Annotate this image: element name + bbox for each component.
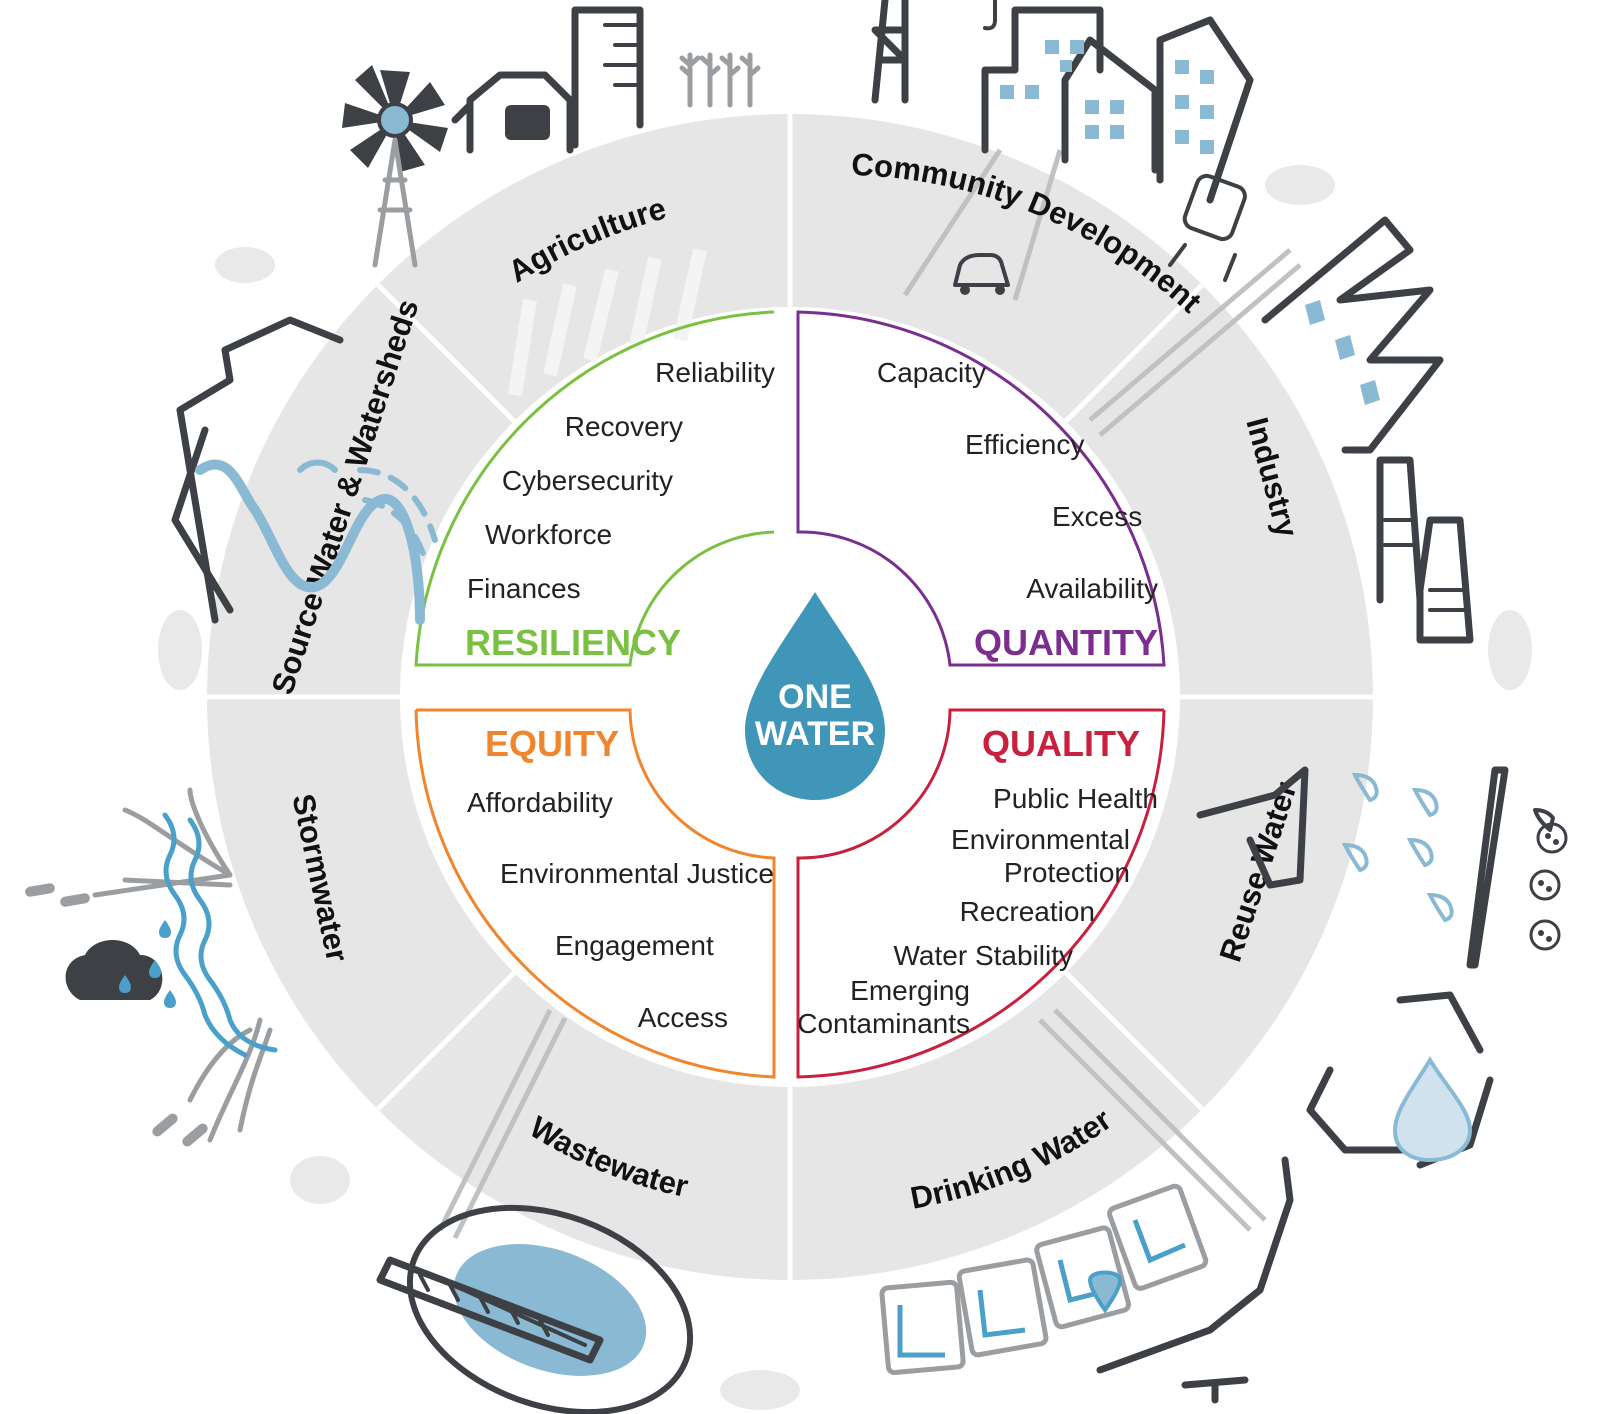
quadrant-outlines — [414, 310, 1166, 1079]
ring-pipes — [437, 148, 1302, 1240]
river-icon — [195, 459, 438, 625]
water-drop-icon — [745, 592, 885, 800]
quality-outline — [796, 708, 1166, 1079]
wheat-icon — [679, 52, 761, 108]
tap-icon — [1087, 1156, 1294, 1404]
quality-item: Contaminants — [797, 1008, 970, 1039]
car-icon — [953, 253, 1010, 295]
one-water-core: ONE WATER — [745, 592, 885, 800]
barn-icon — [451, 71, 574, 154]
windmill-icon — [342, 65, 448, 268]
resiliency-item: Workforce — [485, 519, 612, 550]
factory-icon — [1261, 216, 1444, 454]
background-clouds — [158, 165, 1532, 1410]
reuse-illustration — [1196, 766, 1568, 1169]
train-icon — [1168, 173, 1247, 282]
quantity-quadrant: Capacity Efficiency Excess Availability … — [877, 357, 1158, 663]
recycle-icon — [1306, 991, 1494, 1169]
equity-item: Environmental Justice — [500, 858, 774, 889]
quality-title: QUALITY — [982, 723, 1140, 764]
quantity-item: Excess — [1052, 501, 1142, 532]
stormwater-illustration — [25, 787, 278, 1147]
drinking-illustration — [879, 1156, 1294, 1404]
quantity-item: Efficiency — [965, 429, 1084, 460]
resiliency-title: RESILIENCY — [465, 622, 681, 663]
quantity-outline — [796, 310, 1166, 667]
industry-illustration — [1261, 216, 1474, 644]
storage-tanks-icon — [1376, 456, 1474, 644]
cattail-reeds-icon — [25, 787, 273, 1147]
mountains-icon — [171, 316, 344, 624]
quantity-item: Capacity — [877, 357, 986, 388]
core-label-line2: WATER — [755, 715, 875, 753]
resiliency-outline — [414, 310, 775, 667]
quantity-title: QUANTITY — [974, 622, 1158, 663]
buildings-icon — [981, 6, 1254, 204]
quality-item: Recreation — [960, 896, 1095, 927]
quantity-item: Availability — [1026, 573, 1158, 604]
equity-title: EQUITY — [485, 723, 619, 764]
equity-item: Access — [638, 1002, 728, 1033]
ring-decorations — [508, 248, 707, 397]
resiliency-item: Finances — [467, 573, 581, 604]
source-water-illustration — [171, 316, 438, 625]
filter-screen-icon — [1466, 766, 1568, 969]
wavy-water-icon — [162, 812, 278, 1058]
clarifier-tank-icon — [376, 1204, 694, 1414]
community-illustration — [871, 0, 1254, 295]
faucet-icon — [1196, 766, 1309, 889]
equity-quadrant: EQUITY Affordability Environmental Justi… — [467, 723, 774, 1033]
quality-item: Protection — [1004, 857, 1130, 888]
rain-cloud-icon — [65, 920, 176, 1008]
quality-item: Environmental — [951, 824, 1130, 855]
equity-item: Engagement — [555, 930, 714, 961]
resiliency-item: Cybersecurity — [502, 465, 673, 496]
raindrops-icon — [1341, 772, 1454, 923]
resiliency-item: Recovery — [565, 411, 683, 442]
resiliency-quadrant: Reliability Recovery Cybersecurity Workf… — [465, 357, 775, 663]
agriculture-illustration — [342, 6, 761, 268]
resiliency-item: Reliability — [655, 357, 775, 388]
quality-item: Emerging — [850, 975, 970, 1006]
silo-icon — [571, 6, 644, 149]
wastewater-illustration — [376, 1204, 694, 1414]
equity-outline — [414, 708, 776, 1079]
quality-item: Water Stability — [894, 940, 1073, 971]
quality-item: Public Health — [993, 783, 1158, 814]
crane-icon — [871, 0, 997, 104]
core-label-line1: ONE — [778, 678, 852, 716]
equity-item: Affordability — [467, 787, 613, 818]
quality-quadrant: QUALITY Public Health Environmental Prot… — [797, 723, 1158, 1039]
